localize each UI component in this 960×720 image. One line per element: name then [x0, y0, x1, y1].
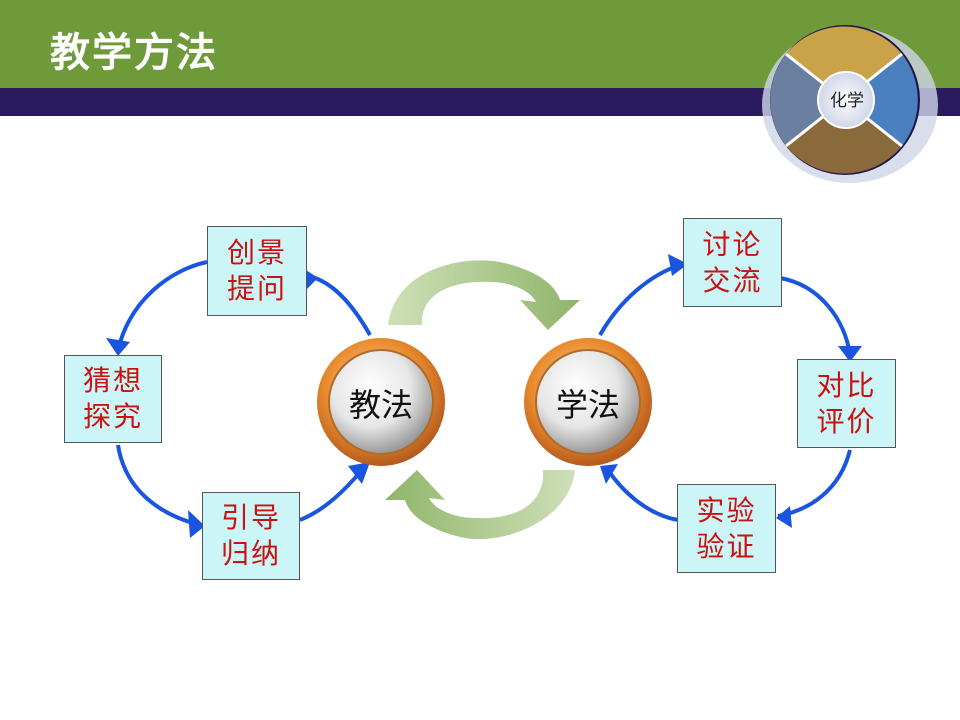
learning-ball: [524, 338, 652, 466]
green-cycle-arrows: [385, 260, 580, 540]
box-line: 实验: [696, 493, 757, 527]
right-cycle-arrowheads: [600, 254, 862, 528]
box-discuss-exchange: 讨论 交流: [683, 218, 782, 307]
box-experiment-verify: 实验 验证: [677, 484, 776, 573]
teaching-label: 教法: [348, 386, 413, 424]
box-line: 交流: [702, 263, 763, 297]
box-line: 探究: [82, 400, 143, 433]
box-line: 创景: [226, 236, 287, 269]
box-line: 提问: [226, 272, 287, 305]
chemistry-logo: [762, 25, 938, 183]
box-line: 归纳: [220, 537, 281, 570]
box-line: 验证: [696, 529, 757, 563]
box-line: 对比: [816, 368, 877, 402]
page-title: 教学方法: [50, 30, 218, 76]
box-line: 猜想: [82, 364, 143, 397]
teaching-ball: [317, 338, 445, 466]
right-cycle-arrows: [598, 263, 852, 522]
learning-label: 学法: [555, 386, 620, 424]
logo-label: 化学: [830, 91, 864, 111]
box-hypothesis-inquiry: 猜想 探究: [64, 355, 162, 443]
box-guide-summarize: 引导 归纳: [202, 492, 300, 580]
box-line: 评价: [816, 404, 877, 438]
left-cycle-arrowheads: [106, 268, 370, 538]
box-line: 引导: [220, 501, 281, 534]
box-line: 讨论: [702, 227, 763, 261]
box-scenario-questioning: 创景 提问: [207, 226, 307, 316]
box-compare-evaluate: 对比 评价: [797, 359, 896, 448]
